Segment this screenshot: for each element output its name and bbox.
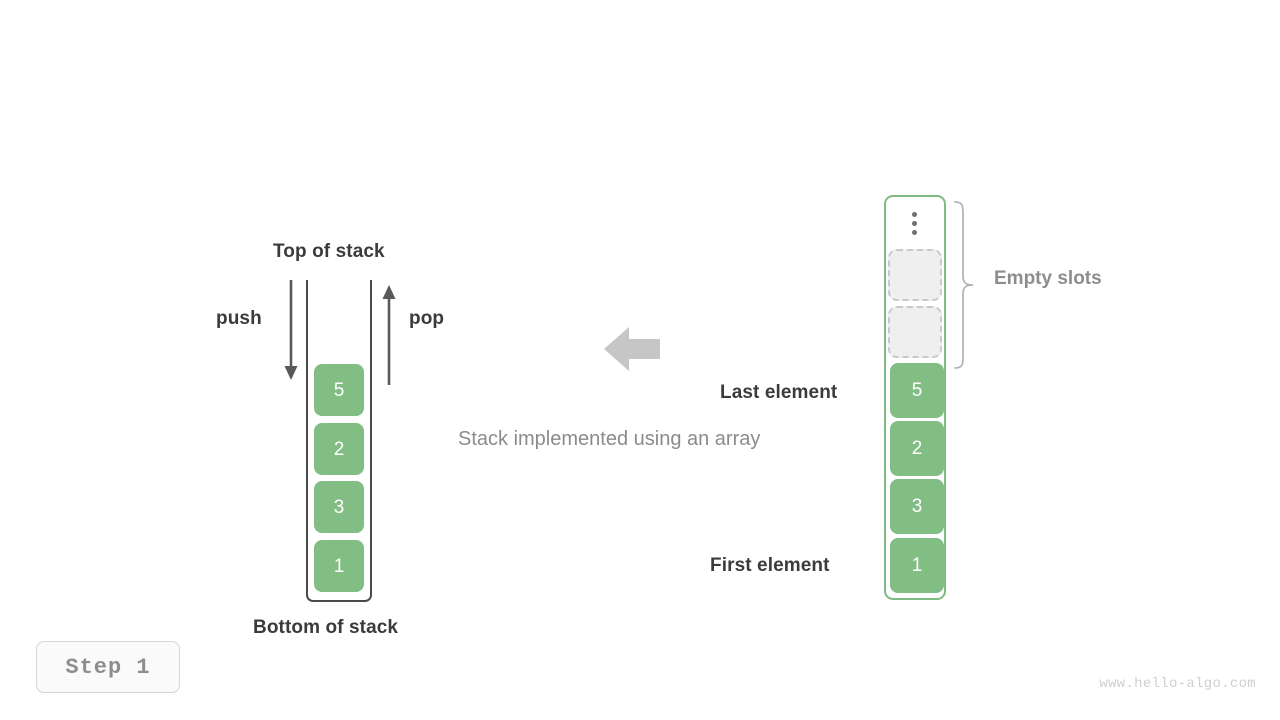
watermark: www.hello-algo.com	[1099, 676, 1256, 692]
stack-diagram: Top of stack push pop 5 2 3 1 Bottom of …	[216, 230, 510, 650]
pop-arrow-up-icon	[382, 285, 396, 385]
empty-slots-label: Empty slots	[994, 268, 1102, 289]
stack-container-outline	[306, 280, 372, 602]
vertical-dots-icon	[911, 212, 917, 235]
stack-cell: 2	[314, 423, 364, 475]
top-of-stack-label: Top of stack	[273, 241, 385, 262]
empty-slot	[888, 306, 942, 358]
diagram-caption: Stack implemented using an array	[458, 428, 761, 450]
push-label: push	[216, 308, 262, 329]
first-element-label: First element	[710, 555, 830, 576]
pop-label: pop	[409, 308, 445, 329]
empty-slots-brace	[954, 201, 974, 369]
transform-arrow-left-icon	[604, 327, 660, 371]
empty-slot	[888, 249, 942, 301]
array-cell: 1	[890, 538, 944, 593]
stack-cell: 1	[314, 540, 364, 592]
step-badge: Step 1	[36, 641, 180, 693]
stack-cell: 5	[314, 364, 364, 416]
array-diagram: Empty slots 5 2 3 1 Last element First e…	[710, 190, 1140, 610]
stack-cell: 3	[314, 481, 364, 533]
last-element-label: Last element	[720, 382, 838, 403]
array-cell: 2	[890, 421, 944, 476]
array-cell: 5	[890, 363, 944, 418]
push-arrow-down-icon	[284, 280, 298, 380]
array-cell: 3	[890, 479, 944, 534]
bottom-of-stack-label: Bottom of stack	[253, 617, 399, 638]
